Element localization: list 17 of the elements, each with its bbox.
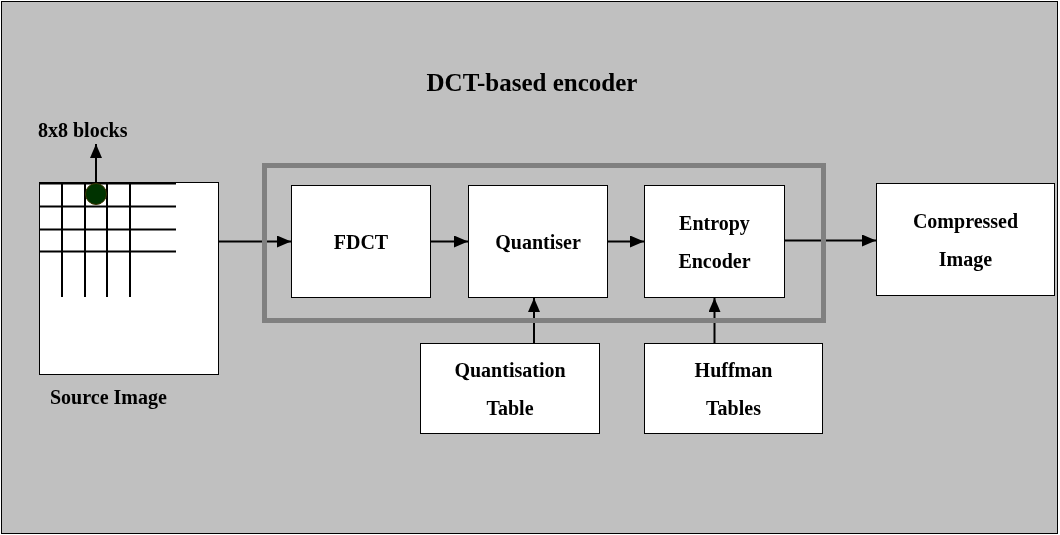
blocks-label: 8x8 blocks bbox=[38, 118, 128, 143]
diagram-title: DCT-based encoder bbox=[425, 68, 639, 98]
process-box: Quantiser bbox=[468, 185, 608, 298]
arrow bbox=[528, 297, 540, 344]
arrow bbox=[90, 143, 102, 184]
image-caption: Source Image bbox=[50, 385, 167, 411]
arrow bbox=[784, 234, 877, 247]
process-box: Entropy Encoder bbox=[644, 185, 785, 298]
process-box: Huffman Tables bbox=[644, 343, 823, 434]
process-box: Compressed Image bbox=[876, 183, 1055, 296]
arrow bbox=[218, 235, 292, 248]
encoder-group-frame bbox=[262, 163, 826, 323]
process-box: Quantisation Table bbox=[420, 343, 600, 434]
arrow bbox=[708, 297, 721, 344]
arrow bbox=[430, 235, 469, 248]
process-box: FDCT bbox=[291, 185, 431, 298]
arrow bbox=[607, 235, 645, 248]
